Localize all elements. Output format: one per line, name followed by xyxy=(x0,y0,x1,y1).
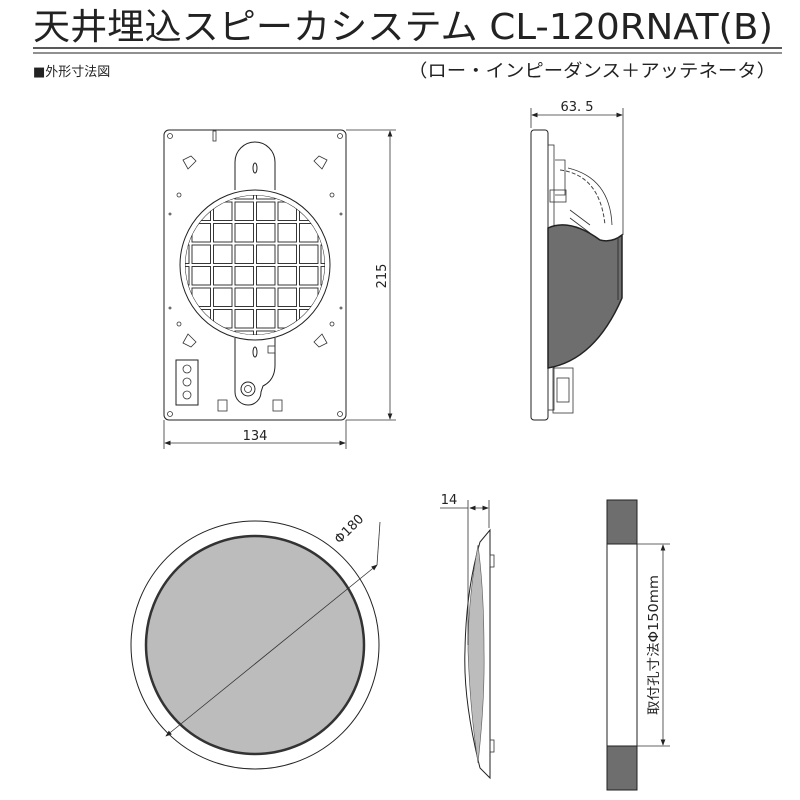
grille-cell xyxy=(277,244,297,264)
grille-cell xyxy=(191,195,211,200)
grille-cell xyxy=(277,330,297,335)
grille-cell xyxy=(320,330,325,335)
grille-cell xyxy=(185,201,190,221)
grille-cell xyxy=(191,201,211,221)
grille-cell xyxy=(213,244,233,264)
grille-cell xyxy=(320,287,325,307)
grille-cell xyxy=(213,195,233,200)
grille-cell xyxy=(185,330,190,335)
speaker-body xyxy=(547,224,623,369)
grille-cell xyxy=(299,201,319,221)
grille-cell xyxy=(256,287,276,307)
grille-cell xyxy=(213,223,233,243)
grille-cell xyxy=(277,266,297,286)
width-dimension: 134 xyxy=(243,429,268,444)
grille-cell xyxy=(213,330,233,335)
grille-cell xyxy=(299,309,319,329)
grille-cell xyxy=(320,244,325,264)
grille-cell xyxy=(213,266,233,286)
grille-cell xyxy=(213,287,233,307)
grille-cell xyxy=(299,244,319,264)
grille-cell xyxy=(213,201,233,221)
grille-cell xyxy=(191,266,211,286)
mounting-hole-dimension: 取付孔寸法Φ150mm xyxy=(647,575,662,715)
grille-cell xyxy=(234,223,254,243)
grille-cell xyxy=(234,309,254,329)
grille-cell xyxy=(299,287,319,307)
grille-cell xyxy=(256,244,276,264)
section-label: ■外形寸法図 xyxy=(33,65,110,80)
grille-cell xyxy=(191,244,211,264)
grille-side-view: 14 xyxy=(440,493,495,780)
grille-cell xyxy=(320,223,325,243)
grille-cell xyxy=(277,201,297,221)
depth-dimension: 63. 5 xyxy=(560,100,593,115)
grille-cell xyxy=(185,287,190,307)
mounting-hole-section: 取付孔寸法Φ150mm xyxy=(606,499,670,791)
grille-cell xyxy=(234,287,254,307)
grille-cell xyxy=(299,195,319,200)
grille-cell xyxy=(185,309,190,329)
grille-cell xyxy=(256,195,276,200)
subtitle: （ロー・インピーダンス＋アッテネータ） xyxy=(408,61,776,82)
grille-cell xyxy=(299,223,319,243)
grille-cell xyxy=(277,287,297,307)
grille-cell xyxy=(191,287,211,307)
grille-front-view: Φ180 xyxy=(130,512,381,770)
grille-cell xyxy=(185,223,190,243)
grille-cell xyxy=(277,223,297,243)
grille-cell xyxy=(234,201,254,221)
front-view: 215 134 xyxy=(163,129,396,449)
grille-cell xyxy=(191,223,211,243)
speaker-grille xyxy=(179,189,331,341)
grille-cell xyxy=(277,309,297,329)
grille-cell xyxy=(234,330,254,335)
grille-cell xyxy=(320,266,325,286)
grille-cell xyxy=(185,195,190,200)
grille-cell xyxy=(185,244,190,264)
attenuator-knob xyxy=(240,381,256,397)
grille-cell xyxy=(191,309,211,329)
grille-cell xyxy=(299,266,319,286)
grille-inner-ring xyxy=(185,195,325,335)
side-view: 63. 5 xyxy=(530,100,624,421)
grille-cell xyxy=(256,309,276,329)
grille-cell xyxy=(213,309,233,329)
grille-cell xyxy=(185,266,190,286)
grille-diameter-dimension: Φ180 xyxy=(332,512,367,547)
terminal-block xyxy=(175,359,199,406)
page-title: 天井埋込スピーカシステム CL-120RNAT(B) xyxy=(33,7,773,48)
grille-cell xyxy=(256,330,276,335)
grille-depth-dimension: 14 xyxy=(441,493,458,508)
grille-cell xyxy=(256,201,276,221)
height-dimension: 215 xyxy=(375,264,390,289)
grille-cell xyxy=(256,223,276,243)
grille-cell xyxy=(234,244,254,264)
grille-cell xyxy=(320,201,325,221)
grille-cell xyxy=(234,195,254,200)
grille-cell xyxy=(277,195,297,200)
grille-cell xyxy=(234,266,254,286)
grille-cell xyxy=(256,266,276,286)
